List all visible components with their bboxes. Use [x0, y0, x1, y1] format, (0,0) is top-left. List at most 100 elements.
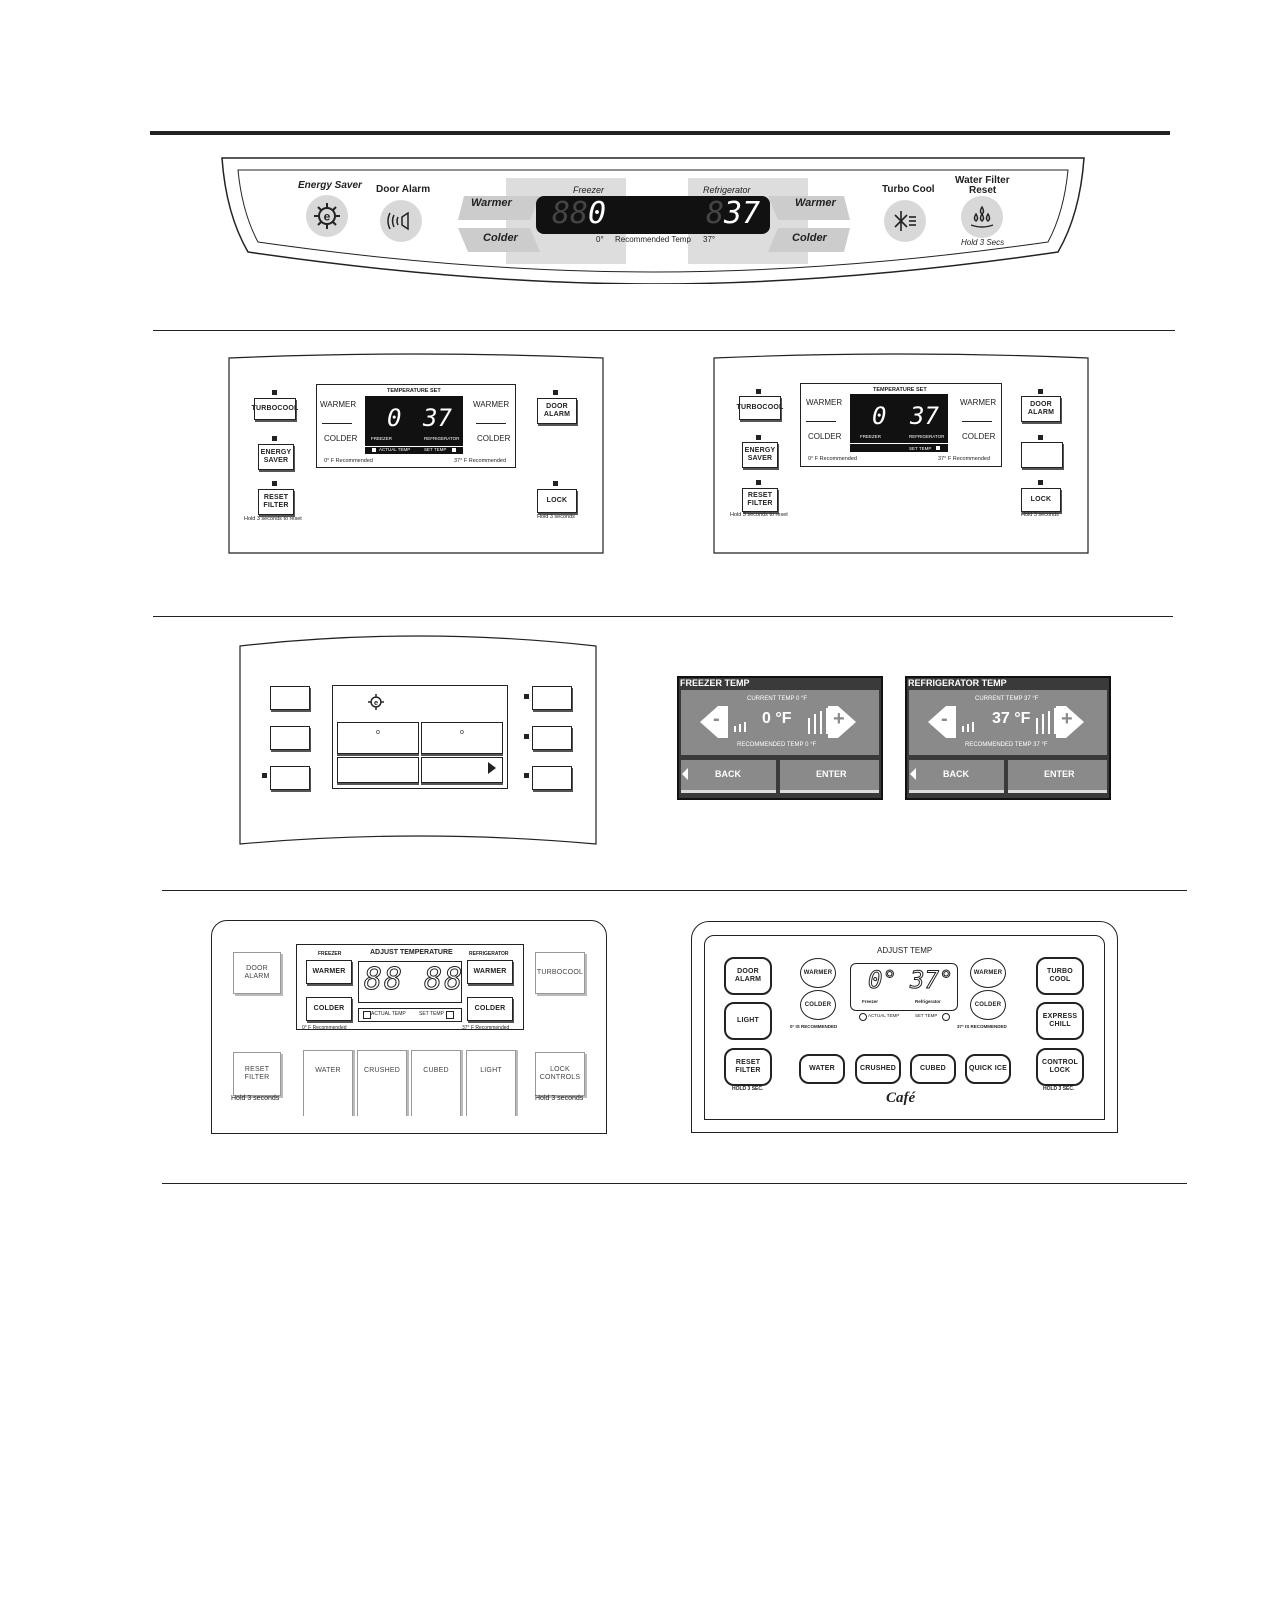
hold-reset-label: Hold 3 seconds to reset [730, 512, 788, 518]
warmer-right[interactable]: Warmer [473, 400, 510, 409]
water-button[interactable]: Water [303, 1050, 353, 1116]
rec-freezer-label: 0° F Recommended [808, 456, 857, 462]
freezer-enter-button[interactable] [780, 760, 879, 790]
display-cell-3[interactable] [337, 757, 419, 783]
energy-saver-button[interactable]: Energy Saver [742, 442, 778, 468]
colder-right[interactable]: Colder [477, 434, 511, 443]
reset-filter-button[interactable]: Reset Filter [742, 488, 778, 512]
right-button-2[interactable] [532, 726, 572, 750]
control-lock-button[interactable]: Control Lock [1036, 1048, 1084, 1086]
colder-left[interactable]: Colder [808, 432, 842, 441]
freezer-recommended-temp: Recommended temp 0 °F [737, 742, 817, 748]
cubed-button[interactable]: Cubed [910, 1054, 956, 1084]
warmer-left[interactable]: Warmer [320, 400, 357, 409]
warmer-right-label[interactable]: Warmer [795, 197, 836, 209]
refrigerator-lcd-label: Refrigerator [909, 434, 945, 439]
door-alarm-button[interactable]: Door Alarm [724, 957, 772, 995]
door-alarm-label: Door Alarm [376, 184, 431, 195]
freezer-plus-sign: + [833, 708, 845, 730]
water-filter-reset-button[interactable] [961, 196, 1003, 238]
actual-temp-label: Actual Temp [868, 1013, 900, 1018]
adjust-temp-frame [296, 944, 524, 1030]
fridge-enter-button[interactable] [1008, 760, 1107, 790]
hold-right-label: Hold 3 seconds [535, 1095, 584, 1102]
freezer-colder-button[interactable]: Colder [306, 997, 352, 1021]
lock-led [553, 481, 558, 486]
lock-button[interactable]: Lock [537, 489, 577, 513]
reset-filter-button[interactable]: Reset Filter [258, 489, 294, 515]
lock-controls-button[interactable]: Lock Controls [535, 1052, 585, 1096]
hold-lock-label: Hold 3 seconds [537, 514, 575, 520]
express-chill-button[interactable]: Express Chill [1036, 1002, 1084, 1040]
display-cell-1[interactable] [337, 722, 419, 754]
reset-filter-button[interactable]: Reset Filter [724, 1048, 772, 1086]
fridge-plus-button[interactable] [1056, 706, 1084, 738]
colder-left-button[interactable]: Colder [800, 990, 836, 1020]
fridge-display-value: 37 [724, 196, 761, 231]
freezer-plus-button[interactable] [828, 706, 856, 738]
svg-text:e: e [374, 698, 378, 707]
rec-freezer-label: 0° F Recommended [302, 1025, 347, 1031]
blank-led [1038, 435, 1043, 440]
right-button-3[interactable] [532, 766, 572, 790]
light-button[interactable]: Light [724, 1002, 772, 1040]
snowflake-icon [894, 211, 916, 231]
energy-saver-icon: e [314, 203, 340, 229]
blank-button[interactable] [1021, 442, 1063, 468]
right-button-1[interactable] [532, 686, 572, 710]
warmer-right[interactable]: Warmer [960, 398, 997, 407]
freezer-value: 0 [872, 402, 887, 430]
colder-right[interactable]: Colder [962, 432, 996, 441]
cubed-button[interactable]: Cubed [411, 1050, 461, 1116]
freezer-ghost-digits: 88 [552, 196, 589, 231]
colder-left[interactable]: Colder [324, 434, 358, 443]
set-temp-indicator [452, 448, 456, 452]
quick-ice-button[interactable]: Quick Ice [965, 1054, 1011, 1084]
turbo-cool-button[interactable] [884, 200, 926, 242]
crushed-button[interactable]: Crushed [357, 1050, 407, 1116]
door-alarm-button[interactable]: Door Alarm [233, 952, 281, 994]
colder-right-label[interactable]: Colder [792, 232, 827, 244]
fridge-back-underline [909, 790, 1004, 793]
actual-temp-label: Actual Temp [379, 447, 411, 452]
reset-filter-button[interactable]: Reset Filter [233, 1052, 281, 1096]
rec-fridge-temp: 37° [703, 235, 716, 244]
rec-fridge-label: 37° F Recommended [462, 1025, 510, 1031]
energy-saver-button[interactable]: e [306, 195, 348, 237]
warmer-right-button[interactable]: Warmer [970, 958, 1006, 988]
display-cell-2[interactable] [421, 722, 503, 754]
colder-left-label[interactable]: Colder [483, 232, 518, 244]
lcd-white-strip [850, 443, 948, 444]
freezer-warmer-button[interactable]: Warmer [306, 960, 352, 984]
freezer-minus-button[interactable] [700, 706, 728, 738]
reset-filter-led [272, 481, 277, 486]
water-button[interactable]: Water [799, 1054, 845, 1084]
colder-right-button[interactable]: Colder [970, 990, 1006, 1020]
lock-button[interactable]: Lock [1021, 488, 1061, 512]
fridge-minus-button[interactable] [928, 706, 956, 738]
door-alarm-button[interactable]: Door Alarm [537, 398, 577, 424]
light-button[interactable]: Light [466, 1050, 516, 1116]
warmer-left-label[interactable]: Warmer [471, 197, 512, 209]
left-button-2[interactable] [270, 726, 310, 750]
freezer-lcd-label: Freezer [860, 434, 882, 439]
left-button-3[interactable] [270, 766, 310, 790]
warmer-left[interactable]: Warmer [806, 398, 843, 407]
crushed-button[interactable]: Crushed [855, 1054, 901, 1084]
fridge-minus-sign: - [941, 708, 948, 730]
fridge-colder-button[interactable]: Colder [467, 997, 513, 1021]
fridge-back-button[interactable] [909, 760, 1004, 790]
left-button-1[interactable] [270, 686, 310, 710]
rec-freezer-temp: 0° [596, 235, 604, 244]
door-alarm-button[interactable]: Door Alarm [1021, 396, 1061, 422]
energy-saver-button[interactable]: Energy Saver [258, 444, 294, 470]
door-alarm-button[interactable] [380, 200, 422, 242]
fridge-recommended-temp: Recommended temp 37 °F [965, 742, 1048, 748]
warmer-left-button[interactable]: Warmer [800, 958, 836, 988]
turbo-cool-button[interactable]: Turbo Cool [1036, 957, 1084, 995]
freezer-back-button[interactable] [681, 760, 776, 790]
fridge-warmer-button[interactable]: Warmer [467, 960, 513, 984]
